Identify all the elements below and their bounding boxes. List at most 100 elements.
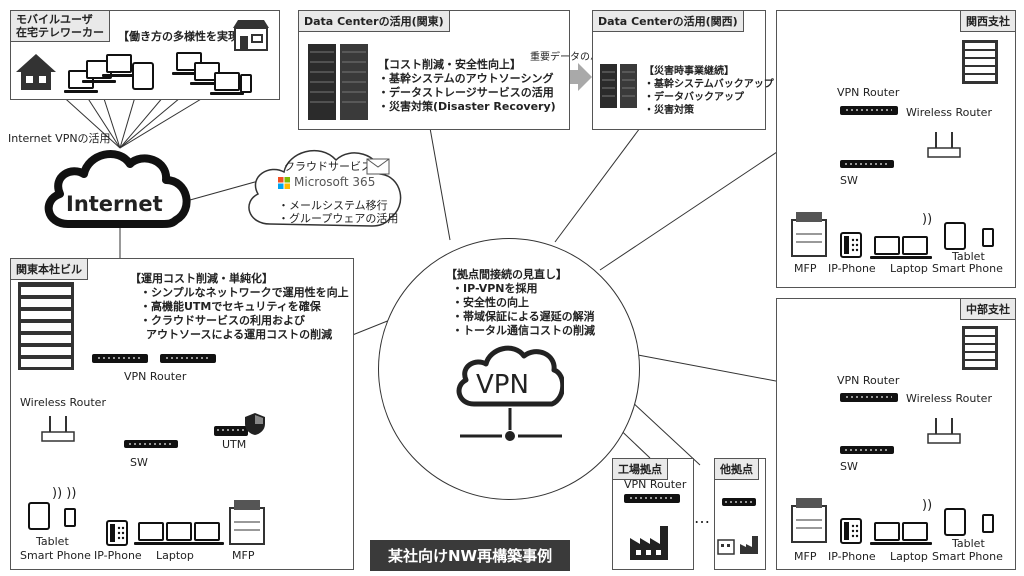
kansai-smartphone-icon — [982, 228, 994, 247]
chubu-mfp-label: MFP — [794, 550, 817, 563]
kansai-laptop-icon-1 — [870, 236, 904, 259]
chubu-smartphone-icon — [982, 514, 994, 533]
chubu-laptop-icon-1 — [870, 522, 904, 545]
shield-icon — [245, 413, 265, 435]
chubu-mfp-icon — [791, 498, 827, 543]
hq-vpn-router-icon-1 — [92, 354, 148, 363]
mobile-user-title: モバイルユーザ 在宅テレワーカー — [10, 10, 110, 42]
kansai-smartphone-label: Smart Phone — [932, 262, 1003, 275]
kansai-mfp-icon — [791, 212, 827, 257]
mobile-tablet-icon — [132, 62, 154, 90]
kansai-ip-phone-label: IP-Phone — [828, 262, 876, 275]
chubu-laptop-icon-2 — [898, 522, 932, 545]
kansai-tablet-label: Tablet — [952, 250, 985, 263]
case-study-banner: 某社向けNW再構築事例 — [370, 540, 571, 571]
hq-vpn-router-label: VPN Router — [124, 370, 187, 383]
vpn-hub-item: ・安全性の向上 — [452, 296, 529, 309]
kansai-vpn-router-icon — [840, 106, 898, 115]
hq-utm-icon — [214, 426, 248, 436]
cloud-product-name: Microsoft 365 — [294, 175, 376, 189]
hq-ip-phone-icon — [106, 520, 128, 546]
hq-laptop-icon-2 — [162, 522, 196, 545]
shop-icon — [233, 20, 269, 51]
vpn-hub-item: ・IP-VPNを採用 — [452, 282, 538, 295]
kansai-switch-icon — [840, 160, 894, 168]
cloud-service-bubble — [248, 149, 402, 227]
hq-smartphone-label: Smart Phone — [20, 549, 91, 562]
internet-cloud-icon — [44, 150, 191, 228]
chubu-tablet-icon — [944, 508, 966, 536]
hq-ip-phone-label: IP-Phone — [94, 549, 142, 562]
hq-switch-icon — [124, 440, 178, 448]
mobile-laptop-icon-5 — [190, 62, 224, 85]
hq-utm-label: UTM — [222, 438, 247, 451]
dc-kanto-item: ・データストレージサービスの活用 — [378, 86, 554, 99]
hq-note: ・シンプルなネットワークで運用性を向上 — [140, 286, 349, 299]
mail-icon — [366, 158, 390, 175]
ellipsis: … — [694, 508, 710, 527]
internet-label: Internet — [66, 192, 163, 216]
mobile-laptop-icon-3 — [102, 54, 136, 77]
chubu-tablet-label: Tablet — [952, 537, 985, 550]
dc-kanto-item: ・災害対策(Disaster Recovery) — [378, 100, 556, 113]
hq-title: 関東本社ビル — [10, 258, 88, 280]
house-icon — [16, 54, 56, 90]
chubu-smartphone-label: Smart Phone — [932, 550, 1003, 563]
hq-wifi-icon: )) )) — [52, 486, 77, 501]
hq-note: 【運用コスト削減・単純化】 — [130, 272, 273, 285]
server-rack-icon — [308, 44, 368, 120]
kansai-ip-phone-icon — [840, 232, 862, 258]
other-router-icon — [722, 498, 756, 506]
chubu-vpn-router-icon — [840, 393, 898, 402]
hq-wireless-router-label: Wireless Router — [20, 396, 106, 409]
dc-kansai-title: Data Centerの活用(関西) — [592, 10, 744, 32]
hq-vpn-router-icon-2 — [160, 354, 216, 363]
hq-sw-label: SW — [130, 456, 148, 469]
hq-smartphone-icon — [64, 508, 76, 527]
kansai-mfp-label: MFP — [794, 262, 817, 275]
chubu-wifi-icon: )) — [922, 498, 933, 513]
hq-building-icon — [18, 282, 74, 370]
chubu-title: 中部支社 — [960, 298, 1016, 320]
hq-mfp-icon — [229, 500, 265, 545]
network-node-icon — [460, 408, 562, 441]
hq-laptop-icon-1 — [134, 522, 168, 545]
chubu-sw-label: SW — [840, 460, 858, 473]
factory-vpn-router-icon — [624, 494, 680, 503]
kansai-tablet-icon — [944, 222, 966, 250]
dc-kansai-item: 【災害時事業継続】 — [644, 66, 734, 77]
other-buildings-icon — [717, 536, 758, 555]
kansai-building-icon — [962, 40, 998, 84]
dc-kansai-item: ・データバックアップ — [644, 92, 744, 103]
mobile-laptop-icon-6 — [210, 72, 244, 95]
vpn-label: VPN — [476, 370, 529, 400]
hq-mfp-label: MFP — [232, 549, 255, 562]
hq-note: ・高機能UTMでセキュリティを確保 — [140, 300, 321, 313]
cloud-item: ・メールシステム移行 — [278, 199, 388, 212]
backup-label: 重要データのバックアップ — [530, 52, 650, 63]
chubu-vpn-router-label: VPN Router — [837, 374, 900, 387]
mobile-note: 【働き方の多様性を実現】 — [118, 30, 250, 43]
dc-kanto-item: ・基幹システムのアウトソーシング — [378, 72, 554, 85]
dc-kanto-item: 【コスト削減・安全性向上】 — [378, 58, 521, 71]
cloud-service-title: クラウドサービス — [284, 160, 372, 173]
backup-server-icon — [600, 64, 637, 108]
vpn-hub-item: 【拠点間接続の見直し】 — [446, 268, 567, 281]
dc-kansai-item: ・基幹システムバックアップ — [644, 79, 774, 90]
dc-kanto-title: Data Centerの活用(関東) — [298, 10, 450, 32]
internet-vpn-label: Internet VPNの活用 — [8, 132, 111, 145]
vpn-cloud-icon — [456, 345, 564, 407]
microsoft-logo-icon — [278, 177, 290, 189]
hq-wireless-router-icon — [41, 416, 75, 442]
hq-laptop-icon-3 — [190, 522, 224, 545]
hq-note: アウトソースによる運用コストの削減 — [146, 328, 333, 341]
cloud-item: ・グループウェアの活用 — [278, 212, 399, 225]
kansai-wifi-icon: )) — [922, 212, 933, 227]
mobile-smartphone-icon — [240, 74, 252, 93]
kansai-wireless-router-icon — [927, 132, 961, 158]
kansai-title: 関西支社 — [960, 10, 1016, 32]
kansai-vpn-router-label: VPN Router — [837, 86, 900, 99]
hq-note: ・クラウドサービスの利用および — [140, 314, 305, 327]
kansai-laptop-label: Laptop — [890, 262, 928, 275]
hq-tablet-icon — [28, 502, 50, 530]
